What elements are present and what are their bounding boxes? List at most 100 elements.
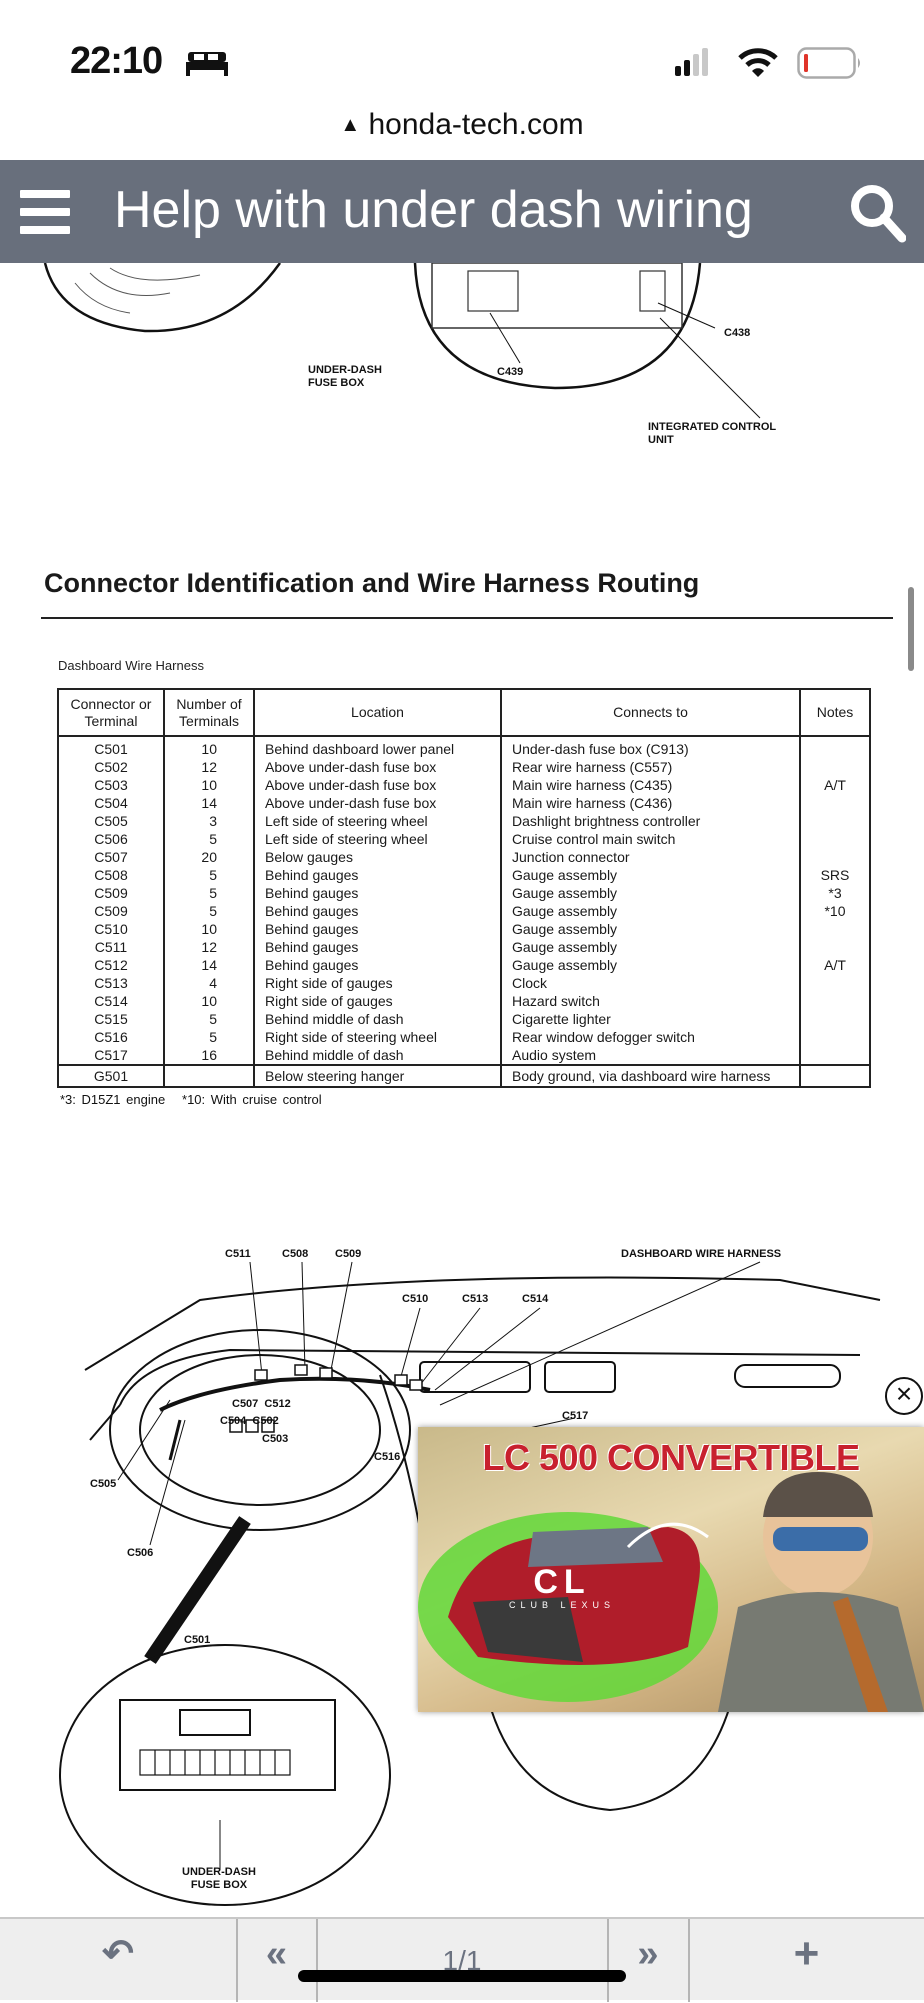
connector-cell: C517 <box>57 1046 165 1065</box>
terminals-cell: 5 <box>163 902 255 920</box>
connector-cell: G501 <box>57 1064 165 1088</box>
location-cell: Behind gauges <box>254 938 502 956</box>
add-button[interactable]: + <box>689 1919 924 2002</box>
connects-to-cell: Gauge assembly <box>501 956 801 974</box>
url-text: honda-tech.com <box>368 108 584 141</box>
connector-cell: C502 <box>57 758 165 776</box>
location-cell: Behind gauges <box>254 884 502 902</box>
connects-to-cell: Body ground, via dashboard wire harness <box>501 1064 801 1088</box>
location-cell: Right side of gauges <box>254 992 502 1010</box>
label-fuse-box: UNDER-DASH FUSE BOX <box>308 364 382 389</box>
connects-to-cell: Cigarette lighter <box>501 1010 801 1028</box>
terminals-cell: 10 <box>163 776 255 794</box>
location-cell: Above under-dash fuse box <box>254 776 502 794</box>
scrollbar[interactable] <box>908 587 914 671</box>
connector-cell: C514 <box>57 992 165 1010</box>
notes-cell: *10 <box>800 902 871 920</box>
connector-cell: C513 <box>57 974 165 992</box>
notes-cell <box>800 736 871 758</box>
col-location: Location <box>253 688 502 737</box>
terminals-cell: 14 <box>163 956 255 974</box>
close-circle-icon[interactable]: × <box>885 1377 923 1415</box>
label-c516: C516 <box>374 1451 401 1463</box>
connector-cell: C507 <box>57 848 165 866</box>
address-bar[interactable]: ▲ honda-tech.com <box>0 108 924 142</box>
reply-button[interactable]: ↶ <box>0 1919 236 2002</box>
location-cell: Behind middle of dash <box>254 1046 502 1065</box>
notes-cell <box>800 1028 871 1046</box>
location-cell: Below steering hanger <box>254 1064 502 1088</box>
notes-cell <box>800 812 871 830</box>
first-page-button[interactable]: « <box>237 1919 316 2002</box>
connector-cell: C504 <box>57 794 165 812</box>
connector-cell: C505 <box>57 812 165 830</box>
label-c438: C438 <box>724 327 751 339</box>
last-page-button[interactable]: » <box>608 1919 688 2002</box>
location-cell: Behind middle of dash <box>254 1010 502 1028</box>
connector-cell: C506 <box>57 830 165 848</box>
col-connects-to: Connects to <box>500 688 801 737</box>
table-container: Connector or Terminal Number of Terminal… <box>57 688 871 1108</box>
page-title: Help with under dash wiring <box>114 181 753 239</box>
label-c508: C508 <box>282 1248 309 1260</box>
terminals-cell: 10 <box>163 736 255 758</box>
location-cell: Behind gauges <box>254 866 502 884</box>
location-cell: Below gauges <box>254 848 502 866</box>
connector-cell: C508 <box>57 866 165 884</box>
divider <box>316 1919 318 2002</box>
terminals-cell: 5 <box>163 1028 255 1046</box>
divider <box>41 617 893 619</box>
connects-to-cell: Under-dash fuse box (C913) <box>501 736 801 758</box>
notes-cell <box>800 830 871 848</box>
terminals-cell: 5 <box>163 830 255 848</box>
bottom-toolbar: ↶ « 1/1 » + <box>0 1917 924 2002</box>
terminals-cell: 12 <box>163 938 255 956</box>
connector-cell: C510 <box>57 920 165 938</box>
connector-cell: C503 <box>57 776 165 794</box>
connects-to-cell: Junction connector <box>501 848 801 866</box>
connects-to-cell: Gauge assembly <box>501 884 801 902</box>
notes-cell: SRS <box>800 866 871 884</box>
page-indicator[interactable]: 1/1 <box>442 1945 482 1976</box>
notes-cell <box>800 974 871 992</box>
connects-to-cell: Hazard switch <box>501 992 801 1010</box>
cellular-signal-icon <box>675 48 708 76</box>
location-cell: Left side of steering wheel <box>254 830 502 848</box>
label-c507-c512: C507 C512 <box>232 1398 291 1410</box>
label-c514: C514 <box>522 1293 549 1305</box>
notes-cell: A/T <box>800 776 871 794</box>
search-icon[interactable] <box>848 182 906 244</box>
warning-lock-icon: ▲ <box>340 114 361 136</box>
notes-cell: A/T <box>800 956 871 974</box>
label-c511: C511 <box>225 1248 251 1260</box>
notes-cell <box>800 758 871 776</box>
connects-to-cell: Rear window defogger switch <box>501 1028 801 1046</box>
terminals-cell: 20 <box>163 848 255 866</box>
terminals-cell: 5 <box>163 884 255 902</box>
connector-cell: C501 <box>57 736 165 758</box>
plus-icon: + <box>793 1929 820 1978</box>
page-header: Help with under dash wiring <box>0 160 924 263</box>
terminals-cell <box>163 1064 255 1088</box>
location-cell: Behind dashboard lower panel <box>254 736 502 758</box>
location-cell: Above under-dash fuse box <box>254 758 502 776</box>
notes-cell <box>800 938 871 956</box>
connects-to-cell: Main wire harness (C435) <box>501 776 801 794</box>
connects-to-cell: Gauge assembly <box>501 902 801 920</box>
divider <box>607 1919 609 2002</box>
table-caption: Dashboard Wire Harness <box>58 658 204 673</box>
status-time: 22:10 <box>70 40 163 82</box>
label-c517: C517 <box>562 1410 589 1422</box>
notes-cell: *3 <box>800 884 871 902</box>
hamburger-menu-icon[interactable] <box>20 190 72 234</box>
connects-to-cell: Gauge assembly <box>501 866 801 884</box>
ad-image <box>418 1472 924 1712</box>
